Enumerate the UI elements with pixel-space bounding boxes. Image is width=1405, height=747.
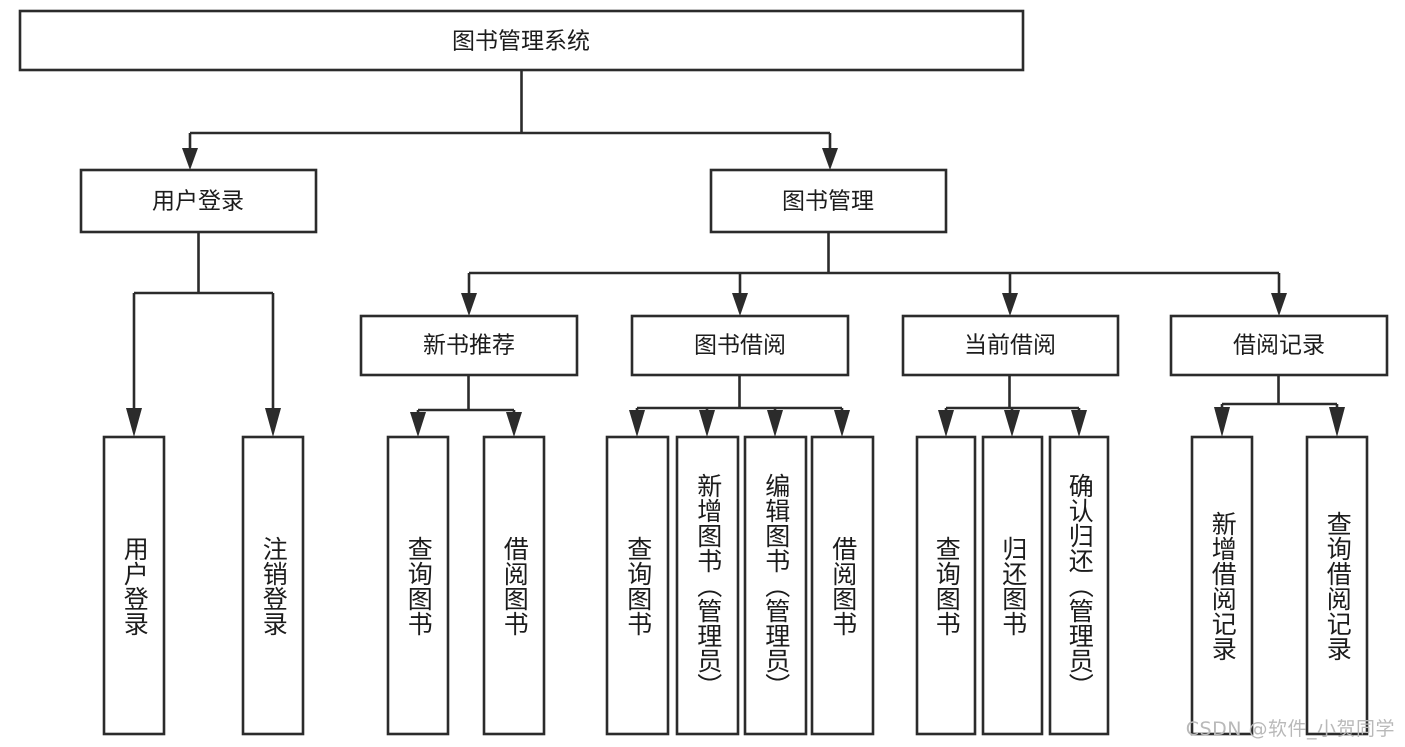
node-leaf-add-book[interactable]	[675, 435, 740, 736]
label-leaf-user-login: 用户登录	[120, 535, 150, 636]
arrowhead-leaf-borrow-book-1	[506, 412, 522, 437]
node-leaf-logout-login[interactable]	[241, 435, 305, 736]
label-new-book-recommend: 新书推荐	[423, 333, 515, 359]
node-user-login[interactable]	[79, 168, 318, 234]
arrowhead-leaf-borrow-book-2	[834, 410, 850, 437]
label-leaf-query-record: 查询借阅记录	[1323, 510, 1353, 661]
arrowhead-leaf-query-book-1	[410, 412, 426, 437]
label-current-borrow: 当前借阅	[964, 333, 1056, 359]
arrowhead-leaf-return-book	[1004, 410, 1020, 437]
label-book-borrow: 图书借阅	[694, 333, 786, 359]
arrowhead-leaf-add-record	[1214, 407, 1230, 437]
node-new-book-recommend[interactable]	[359, 314, 579, 377]
arrowhead-current-borrow	[1002, 293, 1018, 316]
node-leaf-add-record[interactable]	[1190, 435, 1254, 736]
node-book-manage[interactable]	[709, 168, 948, 234]
label-book-manage: 图书管理	[782, 189, 874, 215]
label-leaf-borrow-book-2: 借阅图书	[828, 535, 858, 636]
node-leaf-query-record[interactable]	[1305, 435, 1369, 736]
label-leaf-query-book-1: 查询图书	[404, 535, 434, 636]
arrowhead-leaf-query-book-2	[629, 410, 645, 437]
label-root: 图书管理系统	[452, 29, 590, 55]
label-leaf-add-book: 新增图书（管理员）	[693, 473, 723, 698]
label-leaf-confirm-return: 确认归还（管理员）	[1065, 473, 1095, 698]
arrowhead-leaf-query-book-3	[938, 410, 954, 437]
node-leaf-query-book-3[interactable]	[915, 435, 977, 736]
node-book-borrow[interactable]	[630, 314, 850, 377]
label-leaf-add-record: 新增借阅记录	[1208, 510, 1238, 661]
node-leaf-borrow-book-1[interactable]	[482, 435, 546, 736]
arrowhead-borrow-record	[1271, 293, 1287, 316]
csdn-watermark: CSDN @软件_小贺同学	[1185, 718, 1395, 740]
label-leaf-query-book-3: 查询图书	[932, 535, 962, 636]
label-leaf-query-book-2: 查询图书	[623, 535, 653, 636]
label-leaf-edit-book: 编辑图书（管理员）	[761, 473, 791, 698]
label-borrow-record: 借阅记录	[1233, 333, 1325, 359]
arrowhead-new-book-recommend	[461, 293, 477, 316]
label-leaf-logout-login: 注销登录	[259, 535, 289, 636]
node-leaf-query-book-1[interactable]	[386, 435, 450, 736]
arrowhead-user-login	[182, 148, 198, 170]
label-leaf-return-book: 归还图书	[998, 535, 1028, 636]
node-leaf-return-book[interactable]	[981, 435, 1044, 736]
node-current-borrow[interactable]	[901, 314, 1120, 377]
label-user-login: 用户登录	[152, 189, 244, 215]
node-leaf-confirm-return[interactable]	[1048, 435, 1110, 736]
arrowhead-leaf-user-login	[126, 408, 142, 437]
arrowhead-leaf-edit-book	[767, 410, 783, 437]
arrowhead-leaf-add-book	[699, 410, 715, 437]
node-leaf-user-login[interactable]	[102, 435, 166, 736]
node-leaf-edit-book[interactable]	[743, 435, 808, 736]
arrowhead-leaf-logout-login	[265, 408, 281, 437]
connector-layer	[126, 70, 1345, 437]
arrowhead-book-borrow	[732, 293, 748, 316]
node-borrow-record[interactable]	[1169, 314, 1389, 377]
node-box-layer	[18, 9, 1389, 736]
node-root[interactable]	[18, 9, 1025, 72]
label-leaf-borrow-book-1: 借阅图书	[500, 535, 530, 636]
arrowhead-book-manage	[822, 148, 838, 170]
node-leaf-query-book-2[interactable]	[605, 435, 670, 736]
node-leaf-borrow-book-2[interactable]	[810, 435, 875, 736]
horizontal-label-layer: 图书管理系统 用户登录 图书管理 新书推荐 图书借阅 当前借阅 借阅记录	[152, 29, 1325, 359]
arrowhead-leaf-confirm-return	[1071, 410, 1087, 437]
arrowhead-leaf-query-record	[1329, 407, 1345, 437]
